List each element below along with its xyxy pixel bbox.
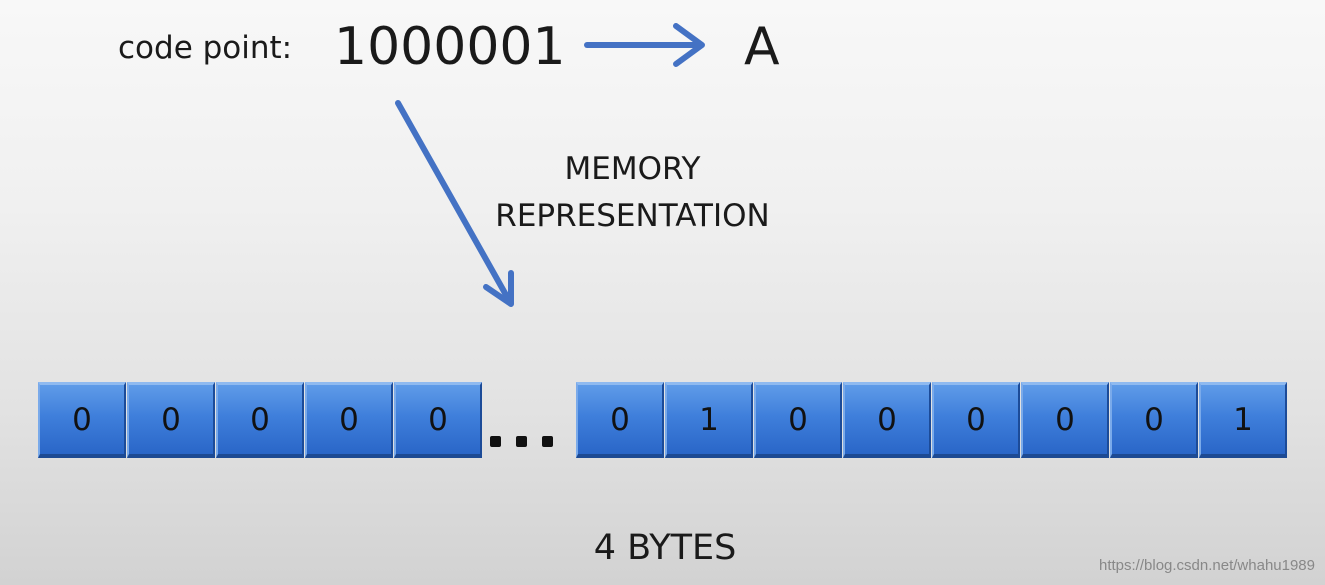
character-value: A <box>744 17 780 77</box>
ellipsis-dot <box>516 436 527 447</box>
bit-cell: 0 <box>576 382 664 458</box>
bit-cell: 0 <box>754 382 842 458</box>
bit-cell: 0 <box>38 382 126 458</box>
bit-cell: 0 <box>305 382 393 458</box>
ellipsis <box>490 436 553 447</box>
memory-representation-label: MEMORY REPRESENTATION <box>440 146 825 240</box>
code-point-label: code point: <box>118 30 293 66</box>
memory-label-line1: MEMORY <box>564 151 701 187</box>
bit-cell: 1 <box>1199 382 1287 458</box>
bit-cell: 0 <box>127 382 215 458</box>
memory-label-line2: REPRESENTATION <box>495 198 770 234</box>
size-label: 4 BYTES <box>593 528 737 568</box>
bit-row-left: 0 0 0 0 0 <box>38 382 482 458</box>
bit-row-right: 0 1 0 0 0 0 0 1 <box>576 382 1287 458</box>
bit-cell: 0 <box>394 382 482 458</box>
bit-cell: 0 <box>843 382 931 458</box>
bit-cell: 0 <box>932 382 1020 458</box>
bit-cell: 0 <box>1021 382 1109 458</box>
code-point-value: 1000001 <box>334 17 566 77</box>
ellipsis-dot <box>490 436 501 447</box>
bit-cell: 0 <box>216 382 304 458</box>
ellipsis-dot <box>542 436 553 447</box>
bit-cell: 1 <box>665 382 753 458</box>
bit-cell: 0 <box>1110 382 1198 458</box>
watermark: https://blog.csdn.net/whahu1989 <box>1099 557 1315 574</box>
right-arrow <box>584 23 705 67</box>
